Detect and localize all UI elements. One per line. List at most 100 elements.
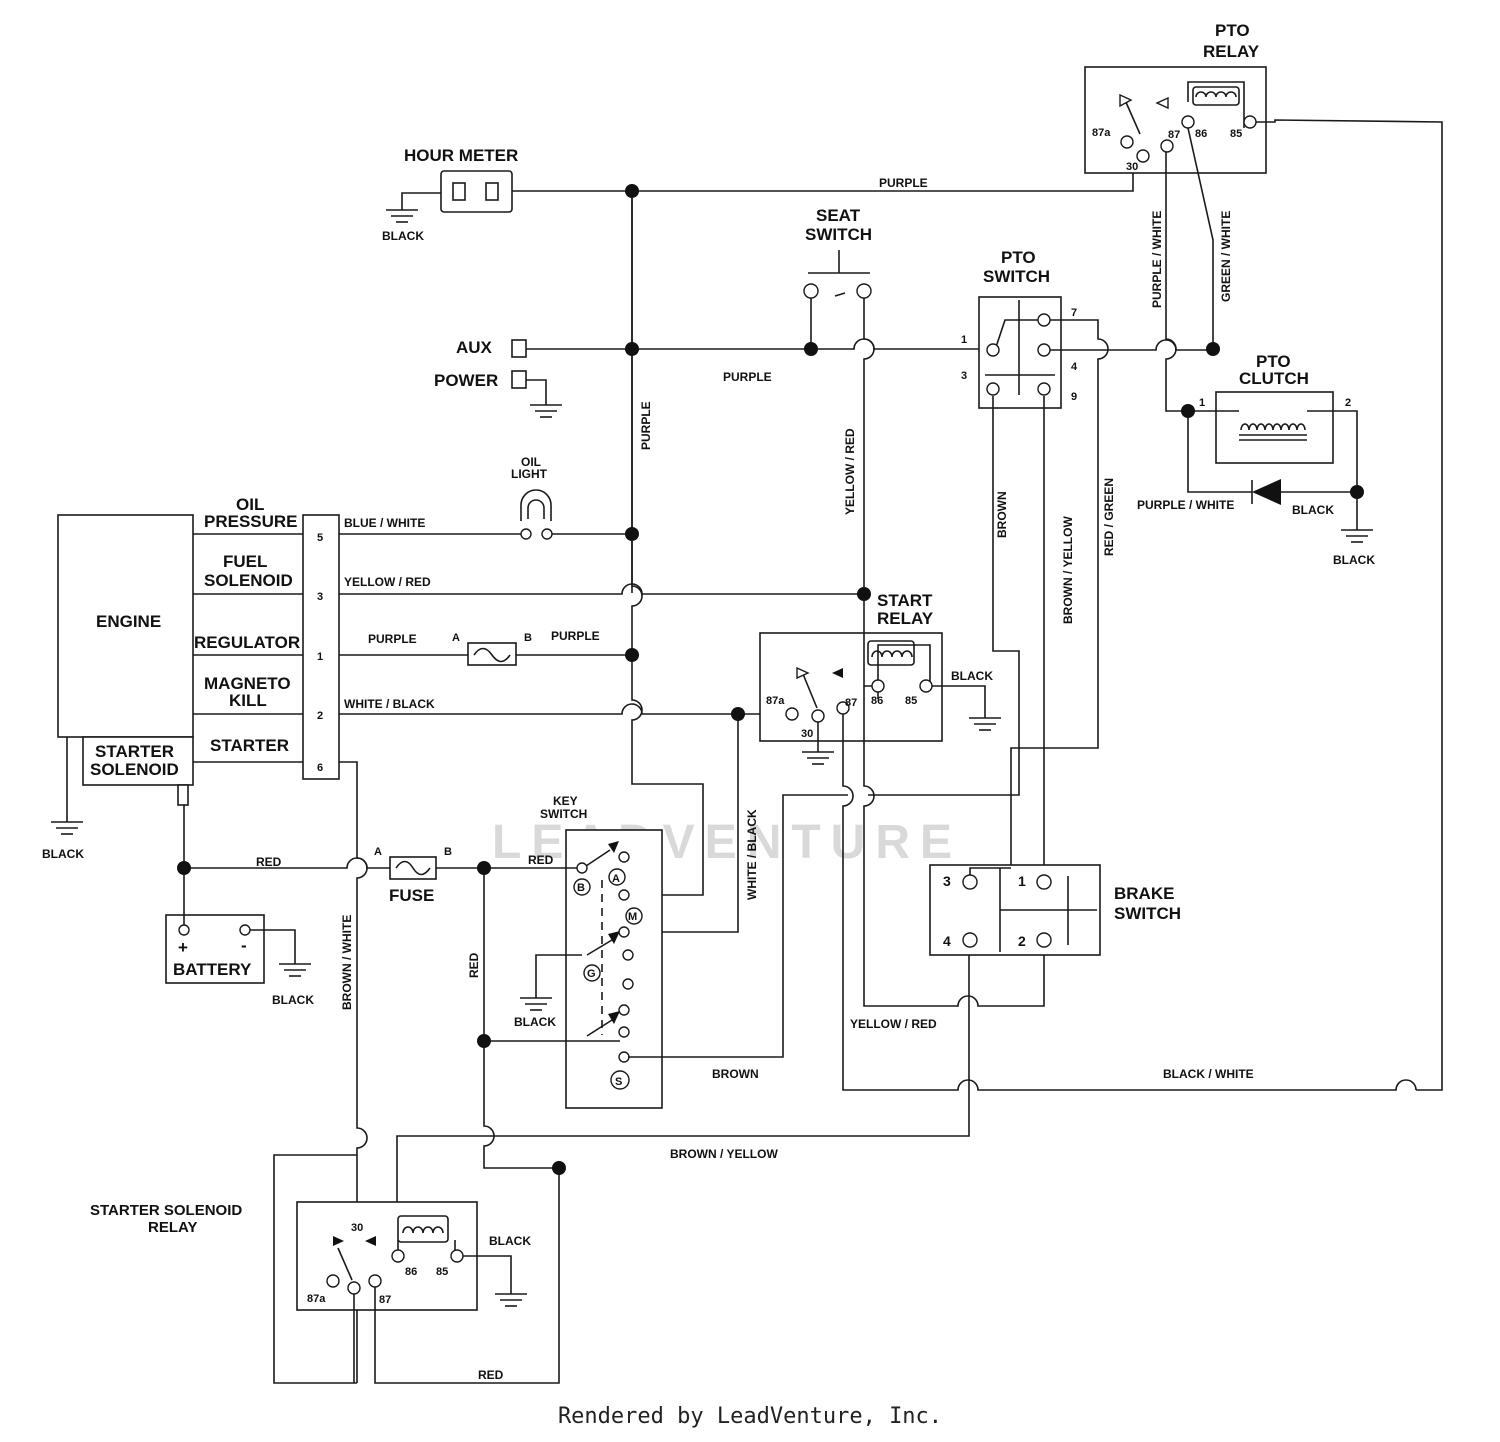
starter-solenoid-relay-label-1: STARTER SOLENOID [90,1202,242,1219]
pin-label: 5 [317,532,323,544]
key-switch-label-2: SWITCH [540,807,587,821]
pin-label: 1 [317,651,323,663]
pin-label: 2 [1018,933,1026,949]
pin-label: 85 [905,695,917,707]
seat-switch-label-2: SWITCH [805,225,872,244]
junction-nodes [177,184,1364,1175]
pin-label: 85 [436,1266,448,1278]
wire-purple-aux [526,338,990,350]
pin-label: 3 [961,370,967,382]
key-switch-label-1: KEY [553,794,578,808]
starter-solenoid-label-1: STARTER [95,742,174,761]
pin-label: A [374,846,382,858]
pin-label: 87a [1092,127,1111,139]
regulator-label: REGULATOR [194,633,300,652]
wire-green-white [1187,127,1214,349]
power-label: POWER [434,371,498,390]
pin-label: M [628,911,637,923]
engine-connector: 5 3 1 2 6 [302,514,340,780]
battery: + - BATTERY [165,914,265,984]
wire-red-battery [184,857,390,869]
magneto-kill-label-1: MAGNETO [204,674,291,693]
pin-label: + [178,938,188,957]
regulator-fuse-icon [467,642,517,666]
starter-label: STARTER [210,736,289,755]
pto-relay-label-2: RELAY [1203,42,1260,61]
engine-ground-icon [51,737,83,835]
wire-label-black-white: BLACK / WHITE [1163,1067,1254,1081]
oil-light: OIL LIGHT [511,455,553,540]
clutch-ground-icon [1341,492,1373,543]
wire-label-blue-white: BLUE / WHITE [344,516,425,530]
clutch-diode-icon [1251,479,1357,505]
wire-label-brown: BROWN [995,491,1009,538]
key-switch: KEY SWITCH B A M G S [540,794,663,1109]
wire-label-purple-vertical: PURPLE [639,401,653,450]
start-relay-label-1: START [877,591,933,610]
wire-label-purple-top: PURPLE [879,176,928,190]
pin-label: 30 [801,728,813,740]
wire-label-black-engine: BLACK [42,847,84,861]
wire-label-black-battery: BLACK [272,993,314,1007]
hour-meter-ground-icon [386,192,441,223]
pto-relay-label-1: PTO [1215,21,1250,40]
wire-yellow-red-vertical [863,298,875,593]
seat-switch-label-1: SEAT [816,206,861,225]
wire-label-black-start-relay: BLACK [951,669,993,683]
pin-label: 87 [845,697,857,709]
fuel-solenoid-label-2: SOLENOID [204,571,293,590]
pin-label: G [587,968,596,980]
pin-label: 7 [1071,307,1077,319]
wire-purple-white-relay [1165,152,1188,412]
wire-red-bottom [374,1168,560,1384]
battery-label: BATTERY [173,960,252,979]
wire-label-purple-white-clutch: PURPLE / WHITE [1137,498,1234,512]
fuel-solenoid-label-1: FUEL [223,552,267,571]
pto-switch: PTO SWITCH 1 3 7 4 9 [961,248,1078,409]
hour-meter-label: HOUR METER [404,146,518,165]
pin-label: 86 [1195,128,1207,140]
pin-label: 4 [943,933,951,949]
wire-label-yellow-red-fuel: YELLOW / RED [344,575,431,589]
ssr-ground-icon [463,1255,527,1307]
pin-label: 30 [1126,161,1138,173]
main-fuse-icon [389,856,437,880]
wire-label-yellow-red-bottom: YELLOW / RED [850,1017,937,1031]
wire-label-black-ssr: BLACK [489,1234,531,1248]
pin-label: 2 [317,710,323,722]
wire-label-black-clutch: BLACK [1292,503,1334,517]
fuse-label: FUSE [389,886,434,905]
wire-label-green-white: GREEN / WHITE [1219,211,1233,302]
starter-solenoid-label-2: SOLENOID [90,760,179,779]
start-relay-label-2: RELAY [877,609,934,628]
wire-label-red-vertical: RED [467,952,481,978]
battery-ground-icon [250,929,311,977]
starter-solenoid-relay-label-2: RELAY [148,1219,197,1236]
power-ground-icon [526,379,562,418]
wire-label-red-battery: RED [256,855,282,869]
start-relay-ground-icon [932,685,1001,731]
oil-pressure-label-2: PRESSURE [204,512,298,531]
pin-label: A [612,873,620,885]
start-relay: START RELAY 87a 30 87 86 85 [759,591,943,742]
pin-label: 87 [379,1294,391,1306]
wire-brown-yellow-bottom [396,945,970,1202]
pin-label: 2 [1345,397,1351,409]
pin-label: A [452,632,460,644]
wire-label-black-hour-meter: BLACK [382,229,424,243]
wire-label-purple-aux: PURPLE [723,370,772,384]
pin-label: - [241,936,247,955]
wire-label-yellow-red-vertical: YELLOW / RED [843,428,857,515]
wire-label-brown-yellow-vertical: BROWN / YELLOW [1061,516,1075,624]
wire-white-black [339,703,787,715]
pin-label: B [444,846,452,858]
engine-label: ENGINE [96,612,161,631]
brake-switch: 3 1 4 2 BRAKE SWITCH [929,864,1181,956]
pin-label: S [615,1076,622,1088]
wire-label-brown-yellow-bottom: BROWN / YELLOW [670,1147,778,1161]
pin-label: 3 [943,873,951,889]
wire-white-black-vertical [628,714,739,933]
pin-label: 87a [307,1293,326,1305]
pto-relay: PTO RELAY 87a 30 87 86 85 [1084,21,1267,174]
